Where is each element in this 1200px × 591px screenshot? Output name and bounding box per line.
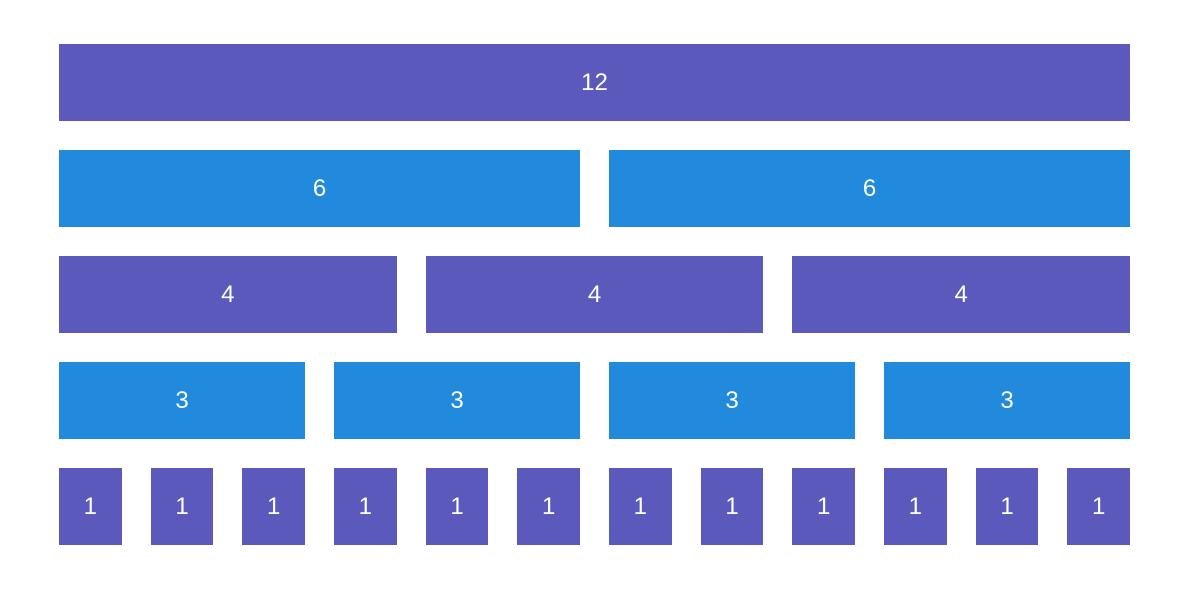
grid-cell-span-6: 6 [609,150,1130,227]
grid-cell-span-3: 3 [334,362,580,439]
grid-cell-span-1: 1 [884,468,947,545]
grid-cell-span-1: 1 [334,468,397,545]
column-grid-diagram: 12 6 6 4 4 4 3 3 3 3 1 1 1 1 1 1 1 1 1 1… [59,44,1130,545]
grid-row-4: 4 4 4 [59,256,1130,333]
grid-cell-span-1: 1 [609,468,672,545]
grid-cell-span-1: 1 [700,468,764,545]
grid-row-6: 6 6 [59,150,1130,227]
grid-row-1: 1 1 1 1 1 1 1 1 1 1 1 1 [59,468,1130,545]
grid-row-3: 3 3 3 3 [59,362,1130,439]
grid-cell-span-1: 1 [425,468,489,545]
grid-cell-span-3: 3 [59,362,305,439]
grid-row-12: 12 [59,44,1130,121]
grid-cell-span-1: 1 [792,468,855,545]
grid-cell-span-1: 1 [150,468,214,545]
grid-cell-span-1: 1 [517,468,580,545]
grid-cell-span-4: 4 [59,256,397,333]
grid-cell-span-4: 4 [425,256,764,333]
grid-cell-span-1: 1 [242,468,305,545]
grid-cell-span-6: 6 [59,150,580,227]
grid-cell-span-12: 12 [59,44,1130,121]
grid-cell-span-3: 3 [884,362,1130,439]
grid-cell-span-1: 1 [1067,468,1130,545]
grid-cell-span-3: 3 [609,362,855,439]
grid-cell-span-1: 1 [59,468,122,545]
grid-cell-span-1: 1 [975,468,1039,545]
grid-cell-span-4: 4 [792,256,1130,333]
